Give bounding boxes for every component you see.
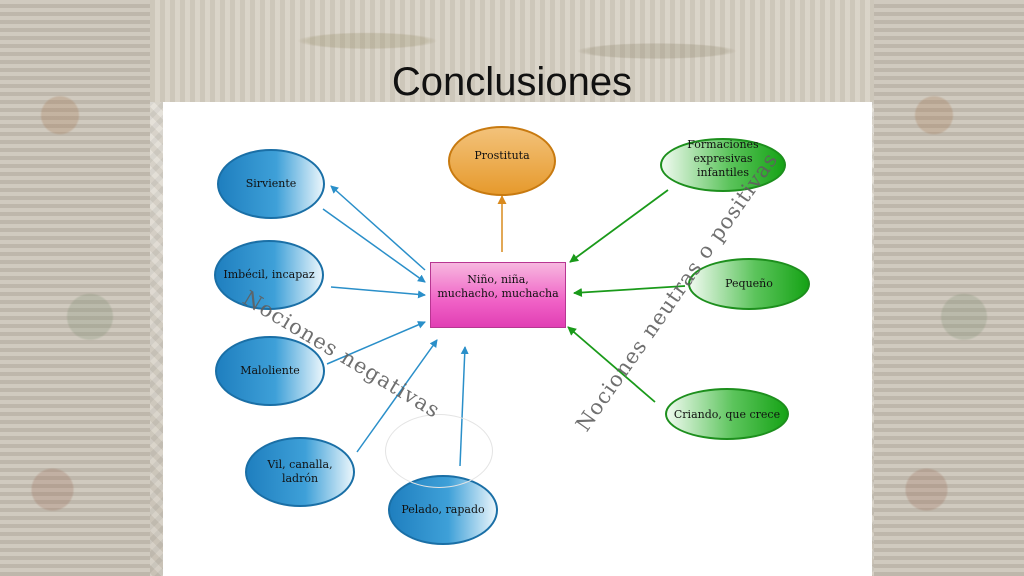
node-center-nino-nina: Niño, niña, muchacho, muchacha xyxy=(430,262,566,328)
node-maloliente: Maloliente xyxy=(215,336,325,406)
node-pequeno-label: Pequeño xyxy=(725,277,773,291)
arrow-pequeno-to-center xyxy=(573,285,686,297)
left-mosaic-border xyxy=(0,0,150,576)
arrow-criando-to-center xyxy=(567,326,656,403)
empty-oval-outline xyxy=(385,414,493,488)
node-prostituta-label: Prostituta xyxy=(474,149,530,163)
node-vil-label: Vil, canalla, ladrón xyxy=(267,458,333,485)
node-formaciones-expresivas: Formaciones expresivas infantiles xyxy=(660,138,786,192)
arrow-center-to-sirviente xyxy=(330,185,426,271)
node-formaciones-label: Formaciones expresivas infantiles xyxy=(687,138,759,179)
node-center-label: Niño, niña, muchacho, muchacha xyxy=(437,273,559,300)
arrow-formaciones-to-center xyxy=(569,189,669,263)
node-sirviente: Sirviente xyxy=(217,149,325,219)
arrow-vil-to-center xyxy=(356,339,438,453)
node-imbecil-incapaz: Imbécil, incapaz xyxy=(214,240,324,310)
node-sirviente-label: Sirviente xyxy=(245,177,297,191)
node-imbecil-label: Imbécil, incapaz xyxy=(223,268,315,282)
node-pequeno: Pequeño xyxy=(688,258,810,310)
right-mosaic-border xyxy=(874,0,1024,576)
slide-title: Conclusiones xyxy=(391,60,633,104)
top-mosaic-band xyxy=(150,0,874,102)
arrow-sirviente-to-center xyxy=(322,208,426,283)
arrow-maloliente-to-center xyxy=(326,321,426,365)
node-criando-label: Criando, que crece xyxy=(673,408,781,422)
node-criando-que-crece: Criando, que crece xyxy=(665,388,789,440)
node-prostituta: Prostituta xyxy=(448,126,556,196)
arrow-imbecil-to-center xyxy=(330,286,426,299)
node-maloliente-label: Maloliente xyxy=(240,364,300,378)
node-vil-canalla-ladron: Vil, canalla, ladrón xyxy=(245,437,355,507)
node-pelado-label: Pelado, rapado xyxy=(401,503,485,517)
